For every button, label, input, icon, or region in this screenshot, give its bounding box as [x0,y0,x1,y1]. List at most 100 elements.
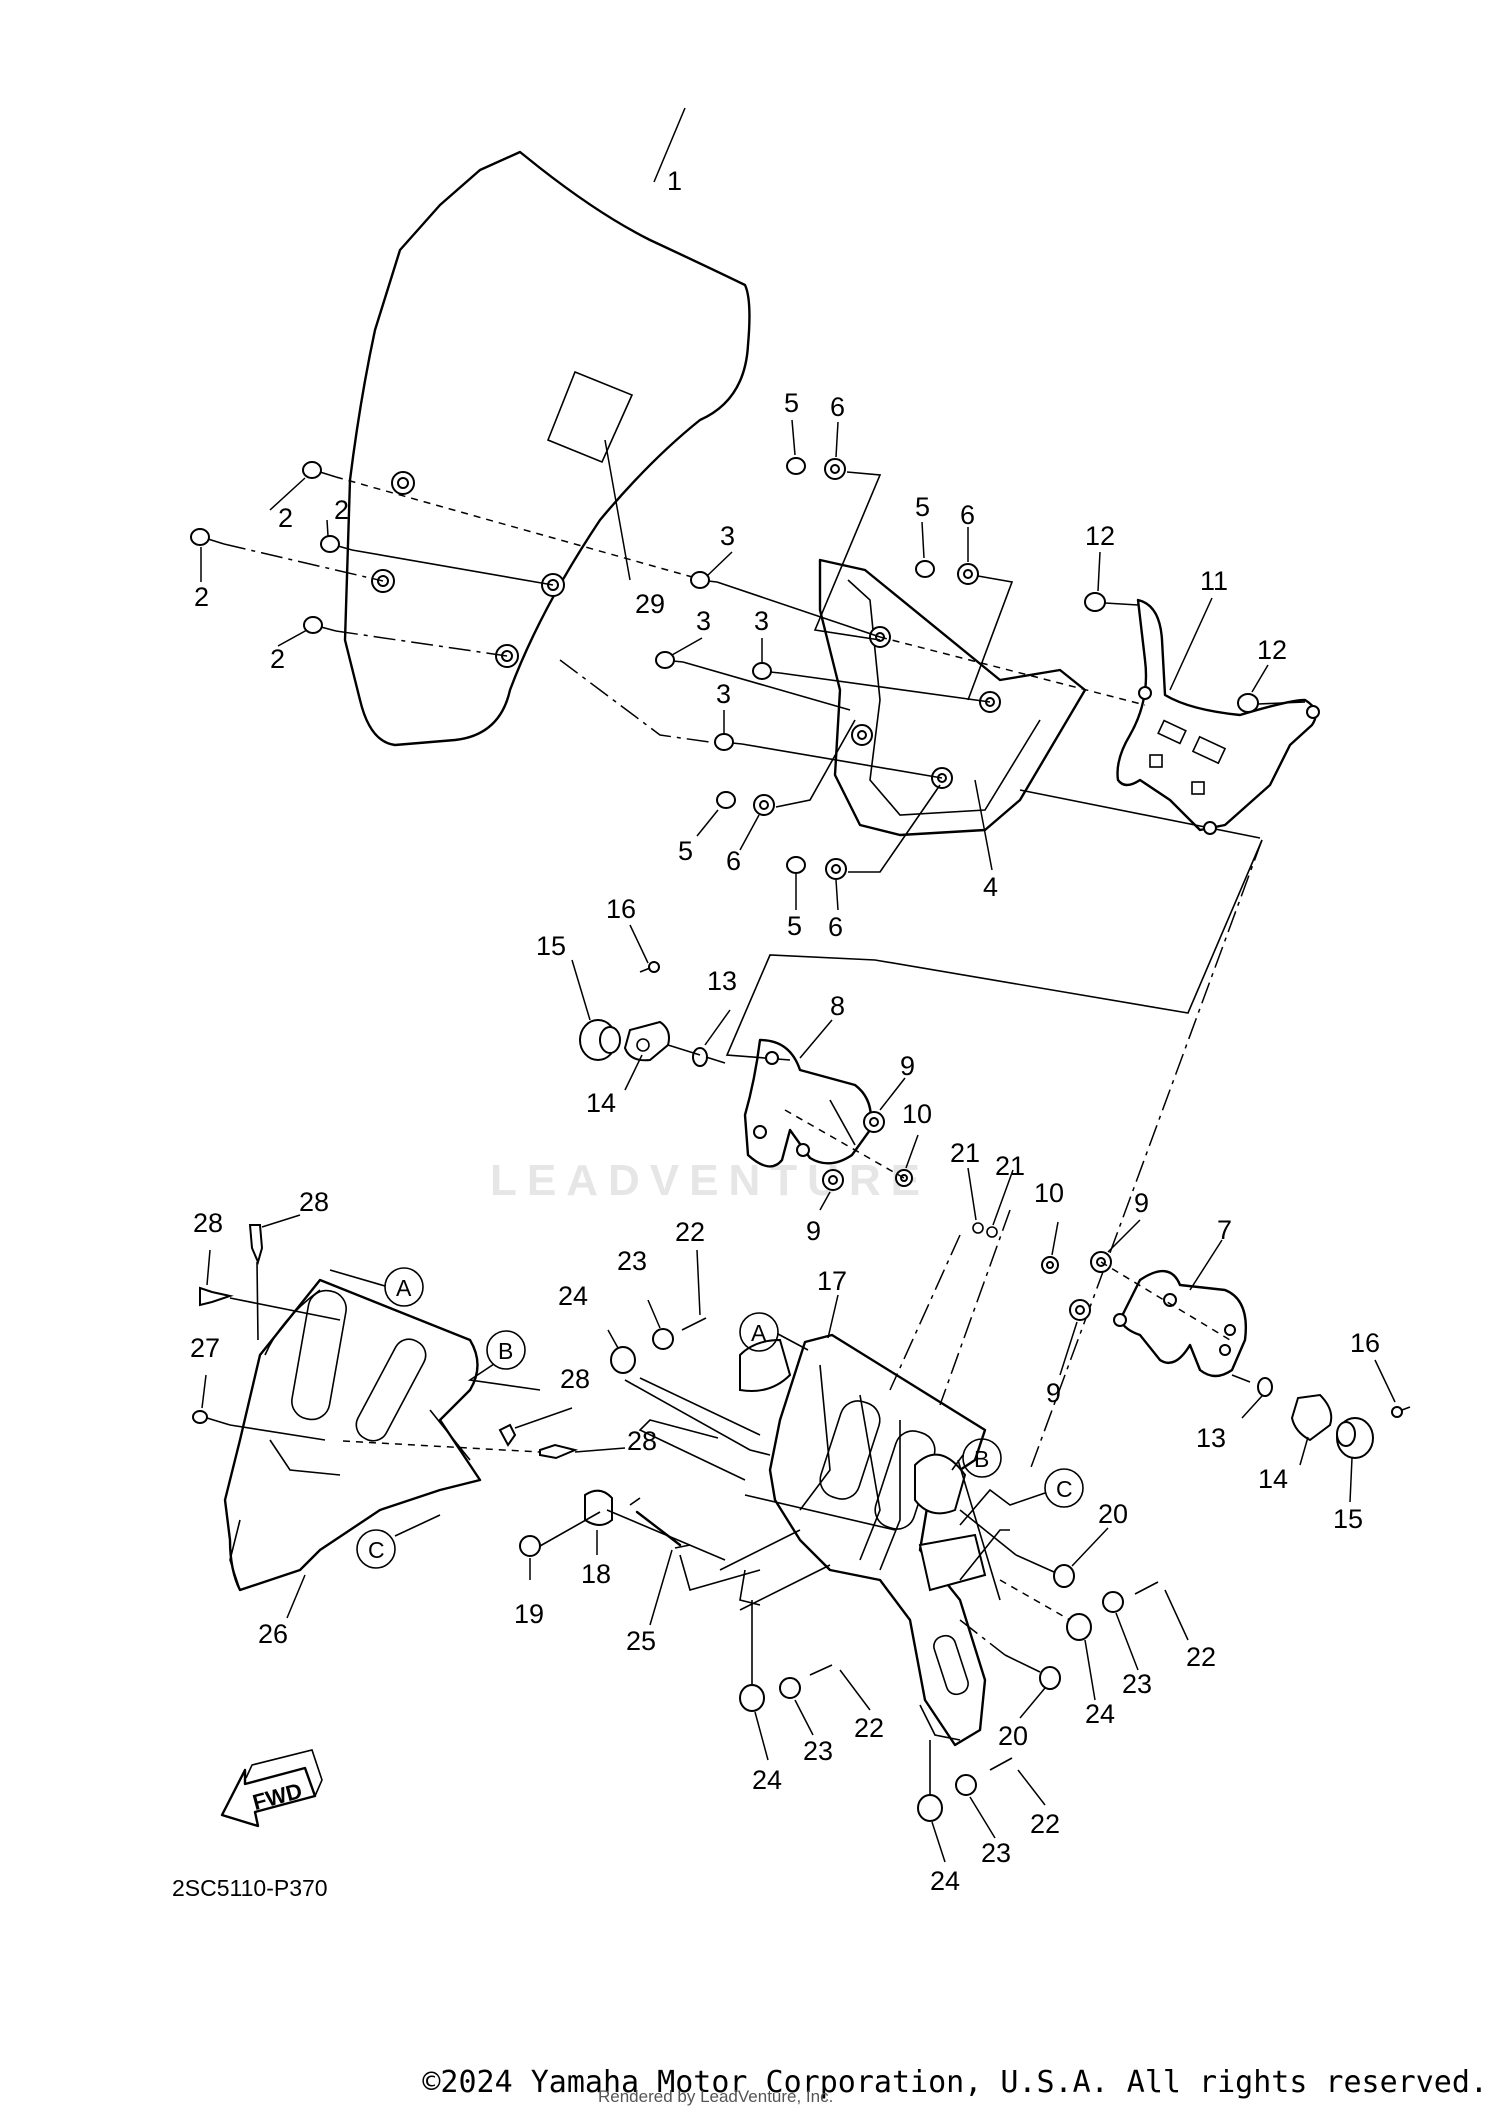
rivets-28 [199,1224,579,1460]
callout-11: 11 [1200,566,1228,596]
callout-3b: 3 [696,606,711,636]
callout-6a: 6 [830,392,845,422]
callout-24a: 24 [558,1281,588,1311]
screw-27 [192,1410,231,1426]
callout-2b: 2 [334,495,349,525]
screw-16-right [1391,1406,1411,1418]
grommet-18 [584,1489,613,1526]
callout-21b: 21 [995,1151,1025,1181]
callout-24d: 24 [930,1866,960,1896]
callout-7: 7 [1217,1215,1232,1245]
ref-letter-c-left: C [368,1537,385,1563]
callout-21a: 21 [950,1138,980,1168]
callout-20a: 20 [1098,1499,1128,1529]
nuts-5 [716,457,935,874]
callout-23a: 23 [617,1246,647,1276]
callout-22d: 22 [1030,1809,1060,1839]
callout-28b: 28 [193,1208,223,1238]
fastener-set-right [1066,1581,1159,1641]
windshield [343,150,751,747]
bolt-13-left [692,1047,726,1067]
callout-13a: 13 [707,966,737,996]
callout-2c: 2 [194,582,209,612]
callout-3c: 3 [754,606,769,636]
callout-28d: 28 [627,1426,657,1456]
callout-23d: 23 [981,1838,1011,1868]
screw-16-left [639,961,660,973]
ref-circle-c-left [356,1529,396,1569]
watermark: LEADVENTURE [490,1156,930,1205]
callout-18: 18 [581,1559,611,1589]
callout-9d: 9 [1046,1378,1061,1408]
washers-9-10 [822,1111,1112,1321]
callout-14a: 14 [586,1088,616,1118]
ref-circle-c-right [1044,1468,1084,1508]
plate-14-right [1290,1393,1333,1442]
rendered-by-text: Rendered by LeadVenture, Inc. [598,2087,834,2106]
callout-27: 27 [190,1333,220,1363]
knob-15-left [579,1019,621,1061]
callout-6c: 6 [726,846,741,876]
callout-22a: 22 [675,1217,705,1247]
callout-20b: 20 [998,1721,1028,1751]
ref-circle-b-right [962,1438,1002,1478]
knob-15-right [1336,1417,1374,1459]
screws-2 [190,461,353,634]
ref-letter-c-right: C [1056,1476,1073,1502]
ref-letter-a-left: A [396,1275,412,1301]
callout-28a: 28 [299,1187,329,1217]
callout-3a: 3 [720,521,735,551]
reference-letters: A A B B C C [368,1275,1073,1563]
callout-22c: 22 [854,1713,884,1743]
callout-15a: 15 [536,931,566,961]
callout-2d: 2 [270,644,285,674]
main-stay [768,1333,987,1747]
callout-13b: 13 [1196,1423,1226,1453]
caps-12 [1084,592,1306,713]
bolt-19 [519,1511,601,1557]
callout-12b: 12 [1257,635,1287,665]
fwd-label: FWD [250,1778,305,1815]
callout-12a: 12 [1085,521,1115,551]
bracket-grommets [851,626,1001,789]
callout-5c: 5 [678,836,693,866]
callout-16b: 16 [1350,1328,1380,1358]
callout-26: 26 [258,1619,288,1649]
callout-6d: 6 [828,912,843,942]
callout-14b: 14 [1258,1464,1288,1494]
callout-28c: 28 [560,1364,590,1394]
ref-letter-a-right: A [751,1320,767,1346]
callout-15b: 15 [1333,1504,1363,1534]
hinge-bracket-right [1118,1270,1247,1378]
callout-24c: 24 [752,1765,782,1795]
bolts-20 [1004,1554,1075,1690]
callout-23c: 23 [803,1736,833,1766]
bolt-13-right [1231,1374,1273,1397]
callout-2a: 2 [278,503,293,533]
callout-19: 19 [514,1599,544,1629]
fastener-set-middle [739,1664,833,1712]
callout-25: 25 [626,1626,656,1656]
bolts-3 [655,571,781,751]
rod-25 [629,1497,691,1549]
callout-3d: 3 [716,679,731,709]
callout-5b: 5 [915,492,930,522]
callout-10a: 10 [902,1099,932,1129]
windshield-label-plate [546,370,634,464]
part-code: 2SC5110-P370 [172,1875,328,1901]
callout-1: 1 [667,166,682,196]
callout-8: 8 [830,991,845,1021]
callout-4: 4 [983,872,998,902]
washers-6 [753,458,979,880]
hinge-bracket-left [743,1038,873,1168]
callout-5d: 5 [787,911,802,941]
callout-9a: 9 [900,1051,915,1081]
callout-22b: 22 [1186,1642,1216,1672]
ref-letter-b-right: B [974,1446,989,1472]
callout-9c: 9 [1134,1188,1149,1218]
lower-cover [223,1278,482,1592]
fastener-set-bottom [917,1757,1013,1822]
fwd-arrow: FWD [220,1749,323,1828]
callout-6b: 6 [960,500,975,530]
fastener-set-top [610,1317,707,1374]
